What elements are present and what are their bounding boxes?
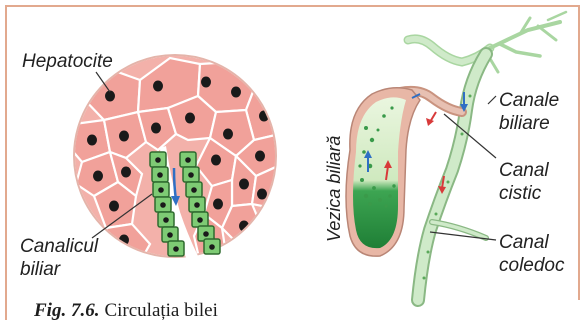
caption-number: Fig. 7.6. [33,300,99,321]
caption-text: Fig. 7.6.Circulația bilei [33,300,218,321]
label-canale-line2: biliare [499,113,550,134]
figure-caption: Fig. 7.6.Circulația bilei [33,300,218,321]
caption-title: Circulația bilei [104,300,217,321]
label-coledoc-line1: Canal [499,232,549,253]
label-cistic-line2: cistic [499,183,542,204]
label-canalicul-line1: Canalicul [20,236,99,257]
label-hepatocite: Hepatocite [22,51,113,72]
label-canale-line1: Canale [499,90,559,111]
label-canalicul-line2: biliar [20,259,61,280]
label-cistic-line1: Canal [499,160,549,181]
gallbladder [346,88,420,256]
label-vezica-biliara: Vezica biliară [324,136,344,242]
label-coledoc-line2: coledoc [499,255,565,276]
